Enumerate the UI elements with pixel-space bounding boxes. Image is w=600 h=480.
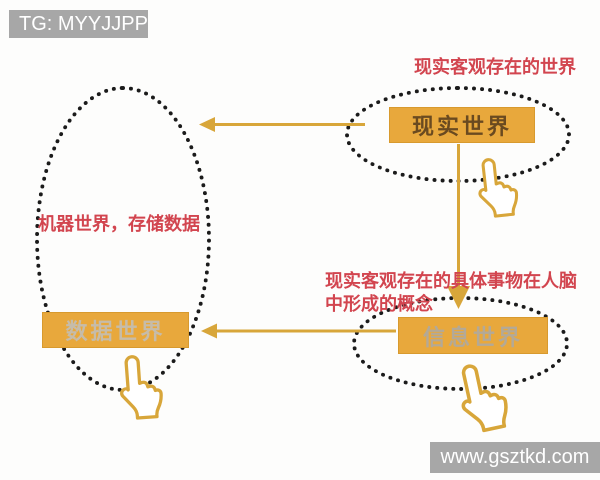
website-watermark: www.gsztkd.com [430, 442, 600, 473]
real-world-annotation: 现实客观存在的世界 [414, 57, 576, 77]
telegram-watermark: TG: MYYJJPP [9, 10, 148, 38]
arrow-real-to-machine [199, 117, 365, 132]
hand-pointer-icon [107, 350, 166, 428]
info-annotation-line1: 现实客观存在的具体事物在人脑 [325, 271, 577, 291]
hand-pointer-icon [466, 153, 523, 227]
info-annotation-line2: 中形成的概念 [325, 294, 433, 314]
data-world-node[interactable]: 数据世界 [42, 312, 189, 348]
machine-world-annotation: 机器世界，存储数据 [38, 214, 200, 234]
info-world-node[interactable]: 信息世界 [398, 317, 548, 354]
hand-pointer-icon [442, 355, 515, 444]
info-world-annotation: 现实客观存在的具体事物在人脑 中形成的概念 [325, 270, 593, 316]
real-world-node[interactable]: 现实世界 [389, 107, 535, 143]
